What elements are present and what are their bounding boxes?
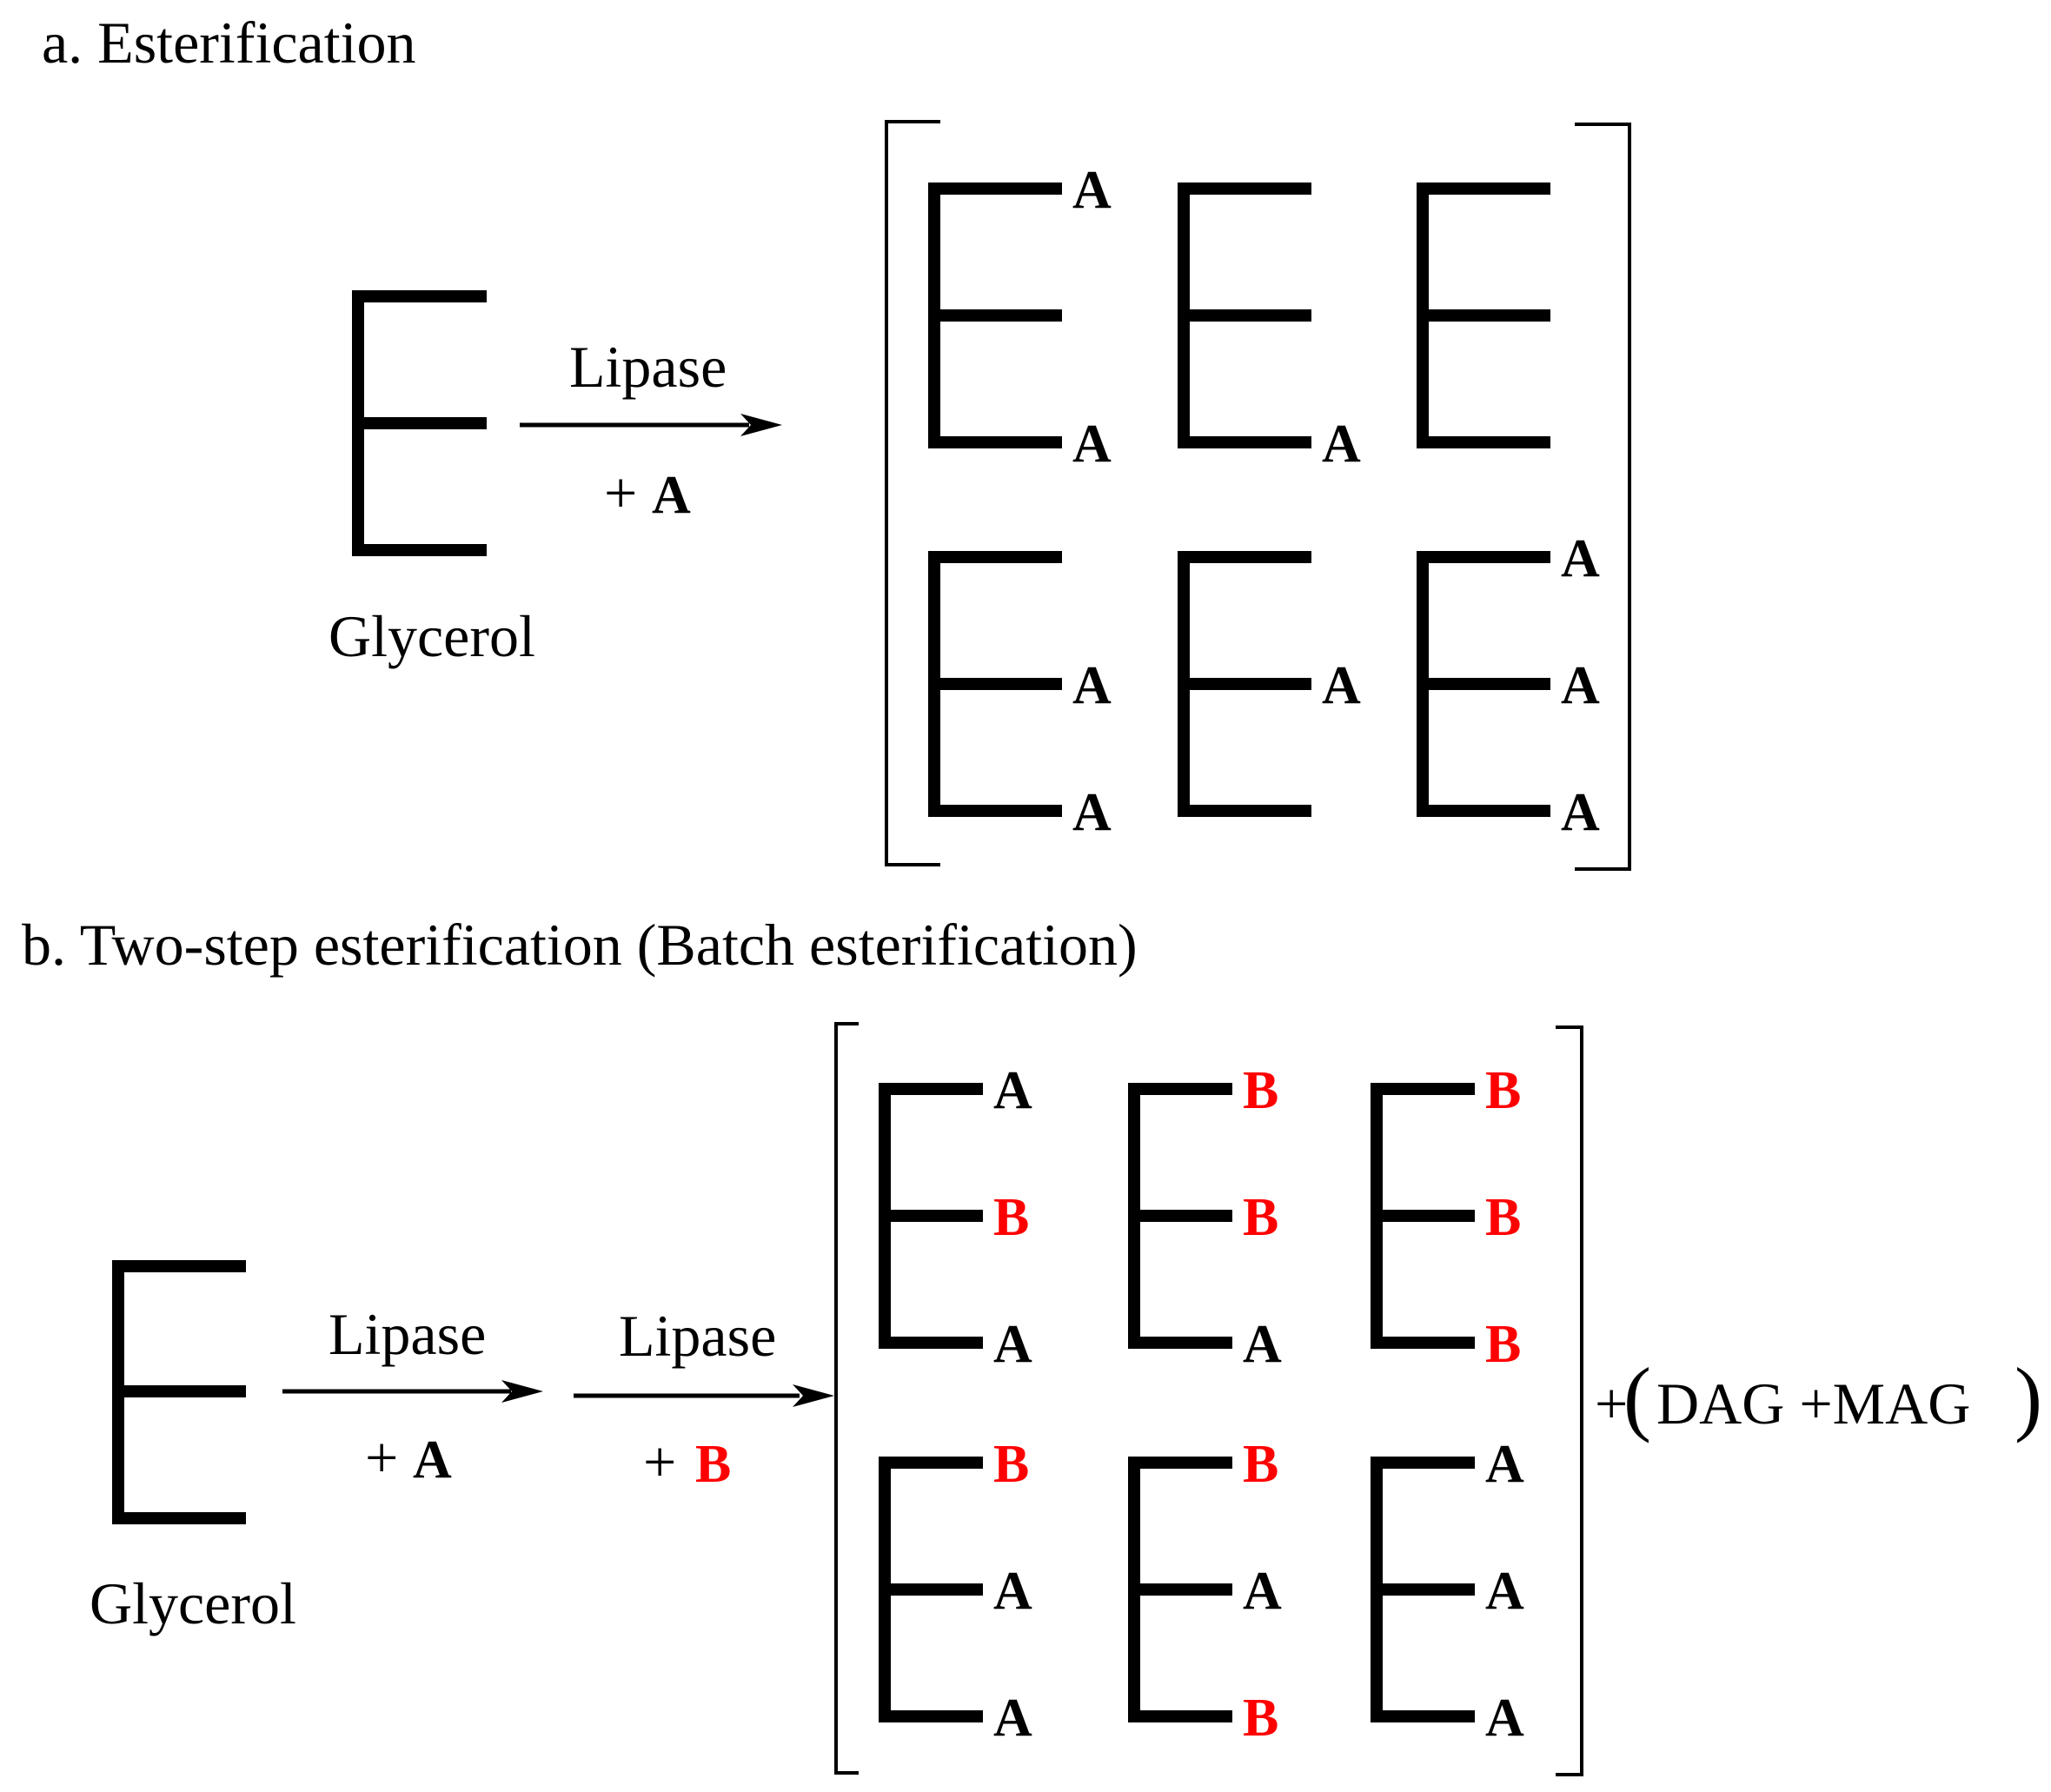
panel-a-product-4-backbone xyxy=(928,551,1062,817)
panel-b-product-1-acyl-3: A xyxy=(993,1315,1032,1374)
panel-b-product-6-backbone xyxy=(1371,1457,1475,1722)
panel-a-product-6-backbone xyxy=(1417,551,1550,817)
panel-b-step2-reagent-label: B xyxy=(695,1435,731,1494)
panel-b-product-2: B B A xyxy=(1128,1061,1282,1374)
panel-a-enzyme-label: Lipase xyxy=(569,334,727,400)
panel-b-step2-arrow xyxy=(574,1384,834,1407)
panel-b-product-4: B A A xyxy=(879,1435,1032,1748)
panel-a-product-6-acyl-3: A xyxy=(1561,783,1600,842)
panel-a-product-4-acyl-3: A xyxy=(1072,783,1112,842)
panel-a-product-3-backbone xyxy=(1417,183,1550,448)
panel-b-product-2-acyl-2: B xyxy=(1243,1188,1278,1247)
panel-b-product-3-acyl-2: B xyxy=(1485,1188,1521,1247)
panel-a-product-6: A A A xyxy=(1417,529,1600,842)
panel-a-product-4-acyl-2: A xyxy=(1072,656,1112,715)
panel-b-step1-enzyme-label: Lipase xyxy=(329,1301,486,1367)
panel-b-step2-plus-sign: + xyxy=(643,1429,676,1495)
panel-b-product-3: B B B xyxy=(1371,1061,1521,1374)
panel-a-product-4: AA xyxy=(928,551,1112,842)
panel-b-left-bracket xyxy=(834,1022,859,1775)
panel-b-step1-plus-sign: + xyxy=(365,1424,398,1490)
panel-a-glycerol-label: Glycerol xyxy=(329,603,535,669)
panel-a-product-2: A xyxy=(1178,183,1361,474)
panel-b-product-6-acyl-2: A xyxy=(1485,1562,1524,1621)
panel-b-product-5-acyl-2: A xyxy=(1243,1562,1282,1621)
panel-b-product-1-backbone xyxy=(879,1083,983,1349)
panel-a-product-6-acyl-1: A xyxy=(1561,529,1600,588)
side-products-open-paren: ( xyxy=(1623,1351,1651,1444)
panel-b-step2-enzyme-label: Lipase xyxy=(619,1303,776,1369)
panel-b-product-5-backbone xyxy=(1128,1457,1232,1722)
panel-a-reagent-label: A xyxy=(652,466,691,525)
panel-b-right-bracket xyxy=(1556,1025,1583,1776)
panel-a-product-3 xyxy=(1417,183,1550,448)
side-products-plus-sign: + xyxy=(1595,1371,1628,1437)
panel-b-product-3-backbone xyxy=(1371,1083,1475,1349)
panel-b-product-3-acyl-3: B xyxy=(1485,1315,1521,1374)
panel-b-glycerol-backbone xyxy=(112,1260,246,1524)
panel-a-plus-sign: + xyxy=(604,460,637,526)
panel-a-product-5-acyl-2: A xyxy=(1322,656,1361,715)
panel-b-product-2-acyl-1: B xyxy=(1243,1061,1278,1120)
panel-b-product-5: B A B xyxy=(1128,1435,1282,1748)
panel-b-product-6: A A A xyxy=(1371,1435,1524,1748)
panel-a-product-1-acyl-3: A xyxy=(1072,415,1112,474)
panel-a-product-1: AA xyxy=(928,161,1112,474)
panel-b-step1-arrow xyxy=(282,1380,543,1403)
panel-a-left-bracket xyxy=(885,120,940,866)
panel-b-product-1-acyl-2: B xyxy=(993,1188,1029,1247)
panel-b-product-1: A B A xyxy=(879,1061,1032,1374)
panel-b-product-1-acyl-1: A xyxy=(993,1061,1032,1120)
panel-b-glycerol-label: Glycerol xyxy=(90,1570,296,1636)
panel-a-product-2-backbone xyxy=(1178,183,1311,448)
panel-b-product-4-acyl-3: A xyxy=(993,1689,1032,1748)
side-products-close-paren: ) xyxy=(2014,1351,2042,1444)
panel-a: a. Esterification Glycerol Lipase + A AA… xyxy=(42,10,1631,871)
panel-a-right-bracket xyxy=(1575,123,1631,871)
panel-b-product-6-acyl-1: A xyxy=(1485,1435,1524,1494)
panel-a-glycerol-backbone xyxy=(352,290,487,556)
panel-b-product-5-acyl-3: B xyxy=(1243,1689,1278,1748)
panel-b-product-2-backbone xyxy=(1128,1083,1232,1349)
panel-b-product-4-backbone xyxy=(879,1457,983,1722)
panel-a-product-5: A xyxy=(1178,551,1361,817)
panel-b-product-2-acyl-3: A xyxy=(1243,1315,1282,1374)
panel-b-title: b. Two-step esterification (Batch esteri… xyxy=(22,912,1138,978)
panel-a-product-1-backbone xyxy=(928,183,1062,448)
panel-a-product-2-acyl-3: A xyxy=(1322,415,1361,474)
panel-a-title: a. Esterification xyxy=(42,10,415,76)
side-products-label: DAG +MAG xyxy=(1656,1371,1970,1437)
panel-a-product-5-backbone xyxy=(1178,551,1311,817)
panel-b: b. Two-step esterification (Batch esteri… xyxy=(22,912,2042,1776)
panel-b-product-3-acyl-1: B xyxy=(1485,1061,1521,1120)
panel-b-products: A B A B B A B B B B A A B A B A A A xyxy=(879,1061,1524,1748)
panel-a-product-6-acyl-2: A xyxy=(1561,656,1600,715)
panel-b-product-5-acyl-1: B xyxy=(1243,1435,1278,1494)
panel-b-product-4-acyl-1: B xyxy=(993,1435,1029,1494)
panel-b-product-4-acyl-2: A xyxy=(993,1562,1032,1621)
panel-b-step1-reagent-label: A xyxy=(413,1430,452,1490)
panel-a-reaction-arrow xyxy=(520,414,782,436)
panel-b-product-6-acyl-3: A xyxy=(1485,1689,1524,1748)
panel-a-product-1-acyl-1: A xyxy=(1072,161,1112,220)
